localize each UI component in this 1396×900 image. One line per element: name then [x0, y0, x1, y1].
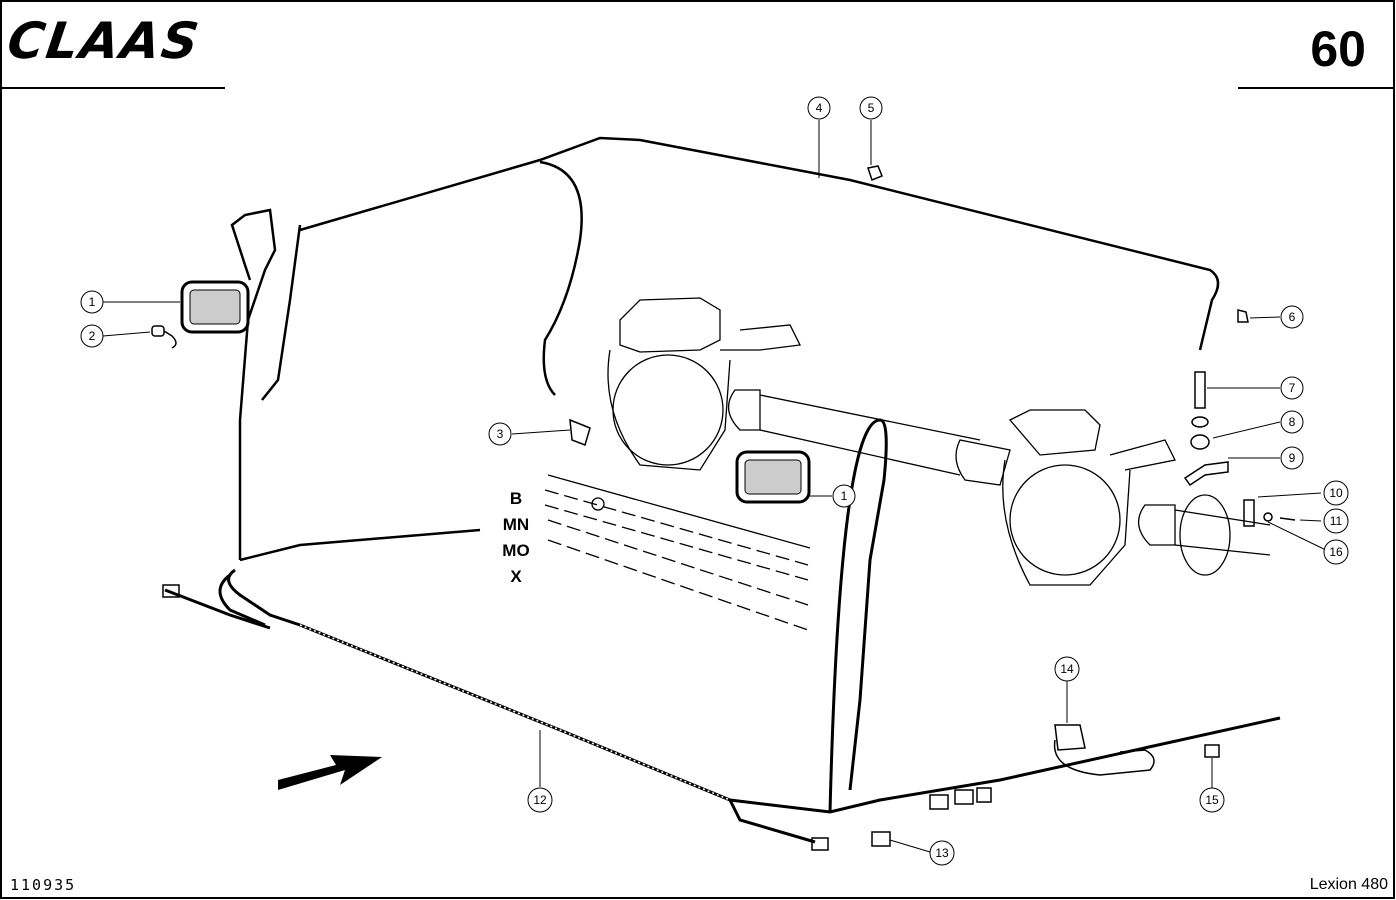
callout-16: 16	[1323, 539, 1349, 565]
svg-text:6: 6	[1289, 310, 1296, 324]
callout-9: 9	[1280, 446, 1304, 470]
harness-roof	[230, 136, 1220, 562]
travel-direction-arrow	[278, 755, 382, 790]
svg-text:14: 14	[1060, 662, 1074, 676]
svg-text:11: 11	[1330, 514, 1343, 528]
variant-codes: B MN MO X	[502, 489, 529, 586]
svg-text:13: 13	[935, 846, 949, 860]
harness-loom-pattern	[299, 624, 731, 801]
variant-code-b: B	[510, 489, 522, 508]
work-light-center	[735, 450, 811, 504]
svg-text:16: 16	[1329, 545, 1343, 559]
svg-text:15: 15	[1205, 793, 1219, 807]
svg-text:8: 8	[1289, 415, 1296, 429]
svg-text:9: 9	[1289, 451, 1296, 465]
callout-1-left: 1	[80, 290, 104, 314]
svg-text:1: 1	[89, 295, 96, 309]
variant-code-mo: MO	[502, 541, 529, 560]
harness-main	[164, 418, 1281, 844]
svg-text:12: 12	[533, 793, 547, 807]
callout-7: 7	[1280, 376, 1304, 400]
callout-13: 13	[929, 840, 955, 866]
claas-logo: CLAAS	[3, 12, 205, 70]
callout-1-center: 1	[832, 484, 856, 508]
page-number: 60	[1310, 21, 1366, 77]
callout-3: 3	[488, 422, 512, 446]
svg-text:7: 7	[1289, 381, 1296, 395]
callout-15: 15	[1199, 787, 1225, 813]
svg-text:10: 10	[1329, 486, 1343, 500]
frame-rail	[544, 474, 811, 631]
callout-6: 6	[1280, 305, 1304, 329]
callout-10: 10	[1323, 480, 1349, 506]
callout-11: 11	[1323, 508, 1349, 534]
callouts: 1 2 3 4 5 6 7 8 9 10 11 12 13 14 15 16 1	[80, 96, 1349, 866]
drawing-number: 110935	[10, 876, 77, 894]
svg-text:3: 3	[497, 427, 504, 441]
svg-text:5: 5	[868, 101, 875, 115]
callout-12: 12	[527, 787, 553, 813]
callout-2: 2	[80, 324, 104, 348]
callout-5: 5	[859, 96, 883, 120]
svg-text:2: 2	[89, 329, 96, 343]
svg-text:4: 4	[816, 101, 823, 115]
variant-code-x: X	[510, 567, 522, 586]
small-parts	[151, 165, 1296, 851]
svg-text:1: 1	[841, 489, 848, 503]
leader-lines	[102, 120, 1331, 853]
axle-assembly	[607, 297, 1271, 586]
callout-4: 4	[807, 96, 831, 120]
callout-14: 14	[1054, 656, 1080, 682]
model-name: Lexion 480	[1309, 876, 1388, 893]
variant-code-mn: MN	[503, 515, 529, 534]
work-light-left	[180, 280, 250, 334]
callout-8: 8	[1280, 410, 1304, 434]
